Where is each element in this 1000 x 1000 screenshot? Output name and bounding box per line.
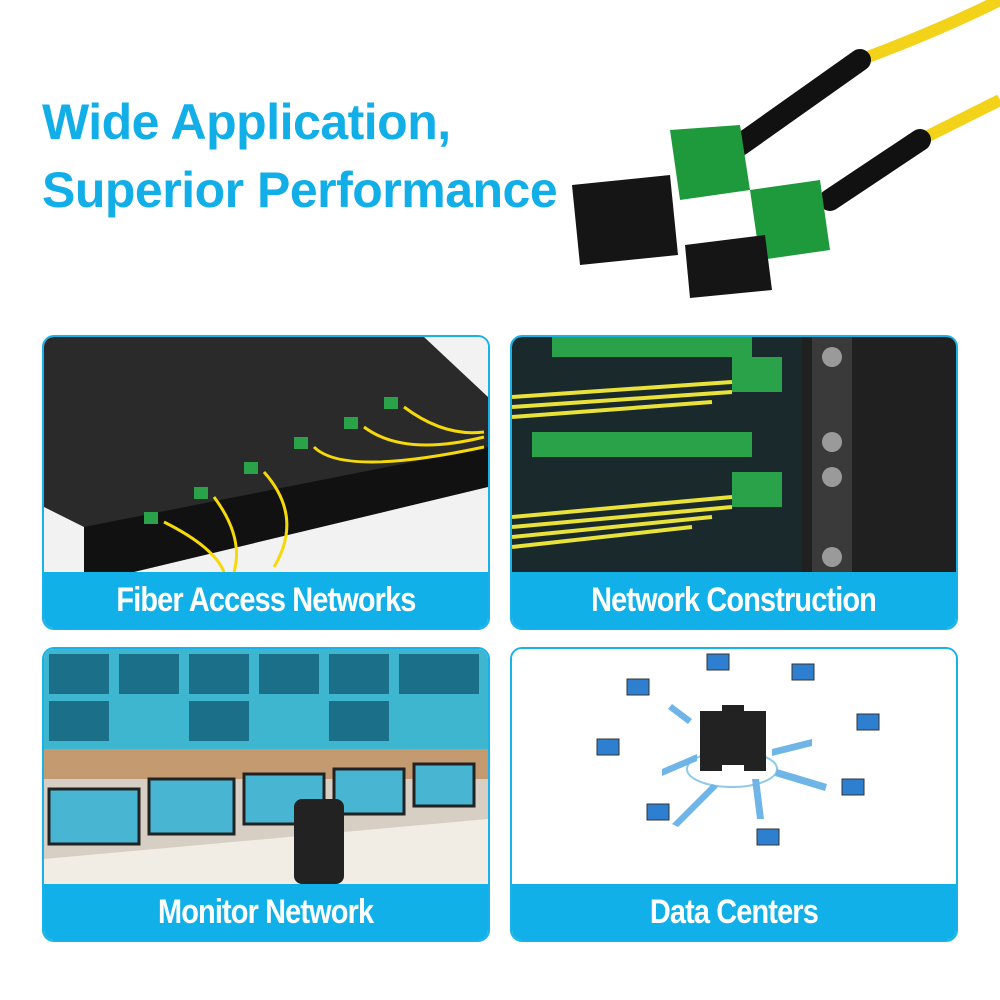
headline-line-2: Superior Performance <box>42 162 558 218</box>
headline-line-1: Wide Application, <box>42 94 451 150</box>
card-fiber-access-networks: Fiber Access Networks <box>42 335 490 630</box>
rack-cabling-image <box>512 337 956 572</box>
card-data-centers: Data Centers <box>510 647 958 942</box>
control-room-image <box>44 649 488 884</box>
card-label: Network Construction <box>512 572 956 628</box>
headline: Wide Application, Superior Performance <box>42 88 558 224</box>
computer-icons <box>596 653 880 846</box>
card-monitor-network: Monitor Network <box>42 647 490 942</box>
card-label: Data Centers <box>512 884 956 940</box>
card-label: Monitor Network <box>44 884 488 940</box>
card-label: Fiber Access Networks <box>44 572 488 628</box>
patch-panel-image <box>44 337 488 572</box>
data-center-diagram-image <box>512 649 956 884</box>
mpo-cable-product-image <box>572 0 1000 298</box>
card-network-construction: Network Construction <box>510 335 958 630</box>
